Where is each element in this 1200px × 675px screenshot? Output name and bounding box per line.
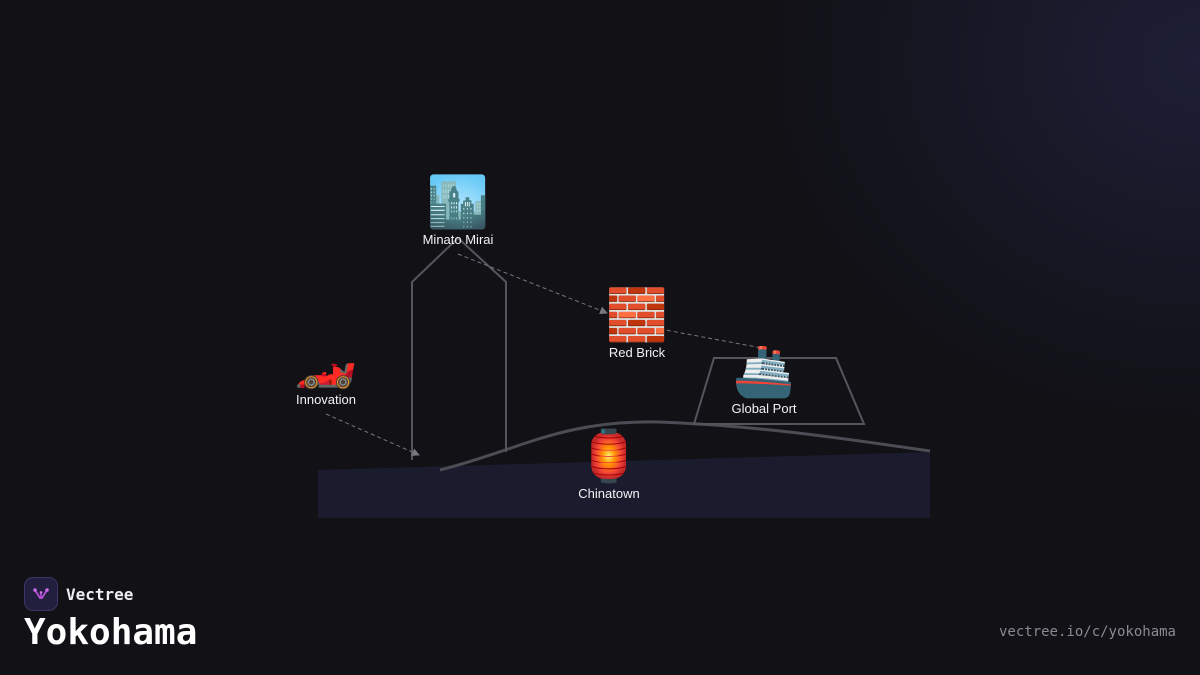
edge-innovation-to-chinatown: [325, 413, 420, 456]
node-label: Global Port: [731, 401, 797, 416]
edge-red-brick-to-global-port: [659, 328, 763, 349]
hill-line: [439, 420, 931, 472]
node-label: Red Brick: [608, 345, 666, 360]
lantern-icon: 🏮: [577, 427, 641, 485]
port-deck-outline: [692, 357, 866, 425]
ground-shape: [318, 452, 930, 518]
page-title: Yokohama: [24, 612, 198, 653]
node-minato-mirai[interactable]: 🏙️ Minato Mirai: [423, 174, 494, 247]
node-innovation[interactable]: 🏎️ Innovation: [295, 334, 357, 407]
brick-icon: 🧱: [605, 286, 669, 344]
page-url[interactable]: vectree.io/c/yokohama: [998, 624, 1176, 640]
node-red-brick[interactable]: 🧱 Red Brick: [606, 287, 668, 360]
node-chinatown[interactable]: 🏮 Chinatown: [578, 428, 640, 501]
edge-red-brick-joint: [657, 325, 664, 331]
edge-minato-mirai-to-red-brick: [457, 253, 608, 315]
vectree-logo-icon: [24, 577, 58, 611]
node-label: Chinatown: [578, 486, 640, 501]
cityscape-icon: 🏙️: [426, 173, 490, 231]
ship-icon: 🚢: [732, 342, 796, 400]
brand-name: Vectree: [66, 584, 134, 604]
racing-car-icon: 🏎️: [294, 333, 358, 391]
brand[interactable]: Vectree: [24, 577, 133, 611]
node-label: Innovation: [295, 392, 356, 407]
tower-outline: [411, 236, 507, 460]
node-global-port[interactable]: 🚢 Global Port: [731, 343, 796, 416]
node-label: Minato Mirai: [422, 232, 494, 247]
